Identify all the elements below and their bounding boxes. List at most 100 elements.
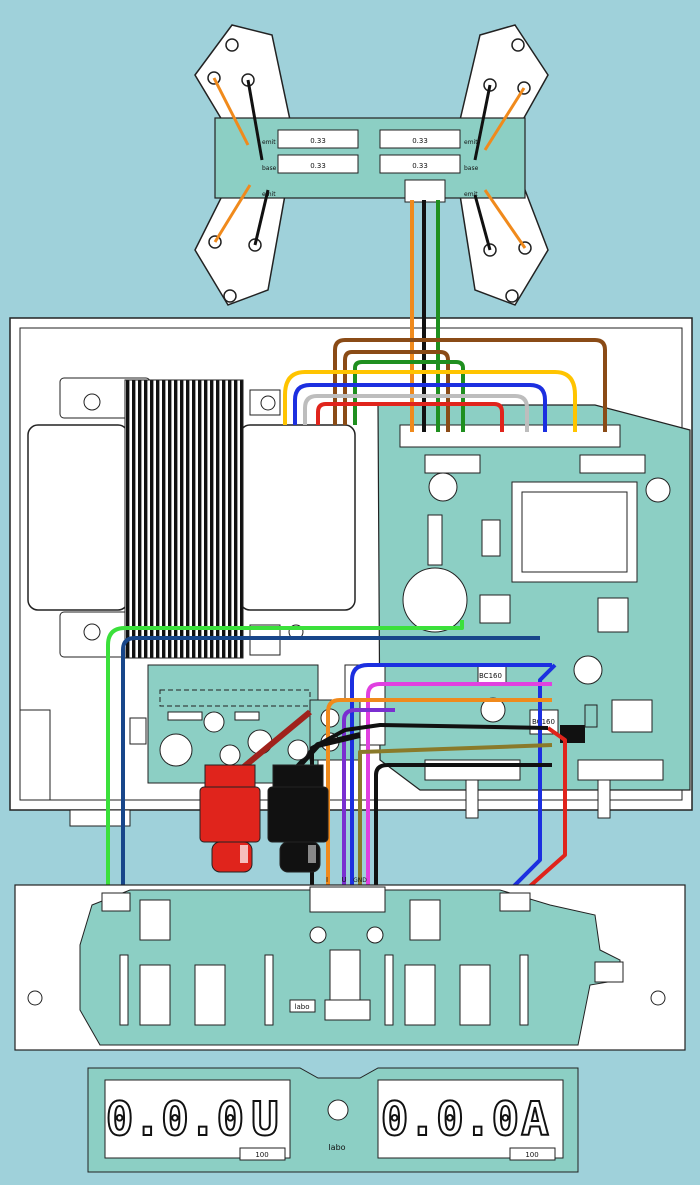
trimmer-block [509,1147,556,1161]
voltage-display [104,1079,291,1159]
pin-label: base [464,165,479,172]
voltage-readout: 0.0.0 [106,1092,244,1146]
pin-label: emit [262,139,276,146]
trimmer-block [239,1147,286,1161]
resistor-body [379,129,461,149]
wire-brown [333,338,607,432]
wire-navy [121,636,540,895]
pin-label: emit [464,139,478,146]
toroid-capacitor [402,567,468,633]
mount-hole-icon [27,990,43,1006]
ic-chip [479,594,511,624]
wire-magenta [366,682,552,895]
ic-chip [597,597,629,633]
wire-blue [350,663,552,895]
trimmer[interactable] [366,926,384,944]
relay [427,514,443,566]
voltage-unit: U [251,1092,279,1146]
transistor-plate-bottom-right [459,189,549,306]
wire-brown [343,350,450,432]
mount-screw-icon [260,395,276,411]
main-regulator-board: BC160 BC160 [377,404,691,819]
pin-label: emit [464,191,478,198]
heatsink-assembly: 0.33 0.33 0.33 0.33 emit base emit emit … [194,24,549,306]
resistor-label: 0.33 [412,137,428,145]
wire-orange [326,698,552,895]
resistor-label: 0.33 [310,162,326,170]
trim-label: 100 [255,1151,268,1159]
wire-purple [342,708,395,895]
current-display [377,1079,564,1159]
ic-chip [404,964,436,1026]
display-board: 0.0.0 U 0.0.0 A labo 100 100 [87,1067,579,1173]
current-readout: 0.0.0 [381,1092,519,1146]
terminal-strip [399,424,621,448]
transistor-plate-bottom-left [194,189,286,306]
wire-connector [499,892,531,912]
brand-plate [316,1140,358,1154]
current-unit: A [521,1092,549,1146]
trim-label: 100 [525,1151,538,1159]
mains-transformer [27,377,356,659]
resistor-label: 0.33 [310,137,326,145]
terminal-strip [579,454,646,474]
pot-shaft[interactable] [465,779,479,819]
ic-chip [459,964,491,1026]
pot-shaft[interactable] [597,779,611,819]
wire-olive [358,743,553,895]
transformer-core [124,379,244,659]
transistor-wires [212,77,527,251]
terminal-strip [424,454,481,474]
pin-label: base [262,165,277,172]
connector-label: I [326,876,328,884]
ic-label: BC160 [479,672,502,680]
display-brand: labo [328,1143,345,1152]
heatsink-connector [404,179,446,203]
wire-harness [106,200,607,897]
resistor-label: 0.33 [412,162,428,170]
mount-hole-icon [650,990,666,1006]
wire-green [353,360,465,432]
positive-terminal[interactable] [199,744,261,873]
voltage-regulator [511,481,638,583]
front-panel-board: labo I U GND P [14,876,686,1051]
filter-capacitor [159,733,193,767]
emitter-resistor-board [214,117,526,199]
mount-screw-icon [83,623,101,641]
wire-red [238,709,312,773]
wire-gray [303,394,529,432]
connector-label: U [341,876,346,884]
pin-label: emit [262,191,276,198]
wire-red [518,726,567,897]
mount-hole-icon [327,1099,349,1121]
board-brand: labo [295,1003,310,1011]
wire-yellow [283,370,577,432]
capacitor [573,655,603,685]
connector-label: GND [353,877,367,884]
wire-blue [293,383,547,432]
ic-chip [194,964,226,1026]
wire-connector [309,886,386,913]
transistor-plate-top-right [459,24,549,126]
mount-screw-icon [83,393,101,411]
wire-black [292,732,361,773]
output-terminals [199,739,329,873]
transistor-plate-top-left [194,24,291,126]
negative-terminal[interactable] [267,739,329,873]
wire-blue [503,663,557,897]
ic-chip [139,964,171,1026]
brand-plate [289,999,316,1013]
connector-label: P [374,876,378,884]
ic-label: BC160 [532,718,555,726]
capacitor [645,477,671,503]
resistor-body [277,154,359,174]
trimmer[interactable] [309,926,327,944]
relay [481,519,501,557]
wire-lime [106,620,464,895]
resistor-body [277,129,359,149]
wire-connector [101,892,131,912]
wire-red [316,402,504,432]
filter-capacitor [203,711,225,733]
capacitor [428,472,458,502]
